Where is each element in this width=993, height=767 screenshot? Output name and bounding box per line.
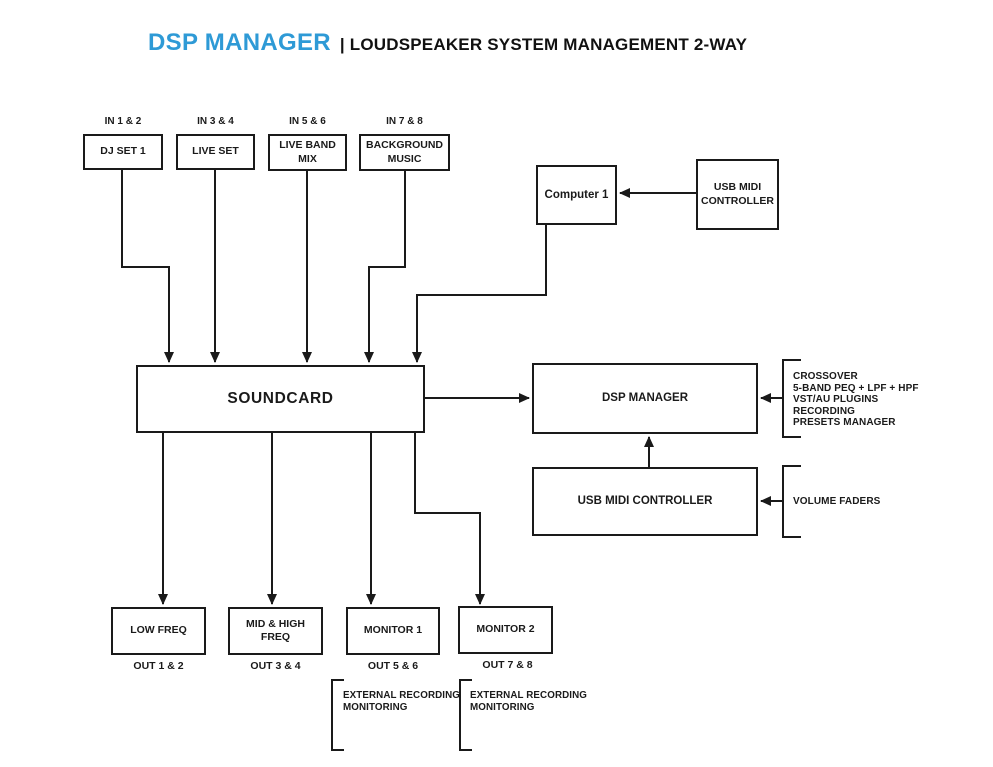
port-label-in-3-4: IN 3 & 4 <box>197 116 234 127</box>
port-label-in-5-6: IN 5 & 6 <box>289 116 326 127</box>
feature-presets-manager: PRESETS MANAGER <box>793 417 896 428</box>
node-dj-set-1: DJ SET 1 <box>83 134 163 170</box>
node-usb-midi-controller-bottom: USB MIDI CONTROLLER <box>532 467 758 536</box>
port-label-out-5-6: OUT 5 & 6 <box>367 660 419 672</box>
feature-recording: RECORDING <box>793 405 856 417</box>
port-label-out-1-2: OUT 1 & 2 <box>133 660 184 672</box>
node-usb-midi-controller-top: USB MIDI CONTROLLER <box>696 159 779 230</box>
port-label-in-1-2: IN 1 & 2 <box>104 116 142 127</box>
connector-computer-soundcard <box>412 225 547 363</box>
node-dsp-manager: DSP MANAGER <box>532 363 758 434</box>
monitor-1-annotation: EXTERNAL RECORDING MONITORING <box>343 690 461 713</box>
monitor-2-annotation: EXTERNAL RECORDING MONITORING <box>470 690 588 713</box>
connector-djset-soundcard <box>121 170 174 363</box>
dsp-features-list: CROSSOVER 5-BAND PEQ + LPF + HPF VST/AU … <box>793 371 919 429</box>
port-label-in-7-8: IN 7 & 8 <box>386 116 423 127</box>
feature-peq-lpf-hpf: 5-BAND PEQ + LPF + HPF <box>793 382 919 394</box>
node-computer-1: Computer 1 <box>536 165 617 225</box>
node-monitor-1: MONITOR 1 <box>346 607 440 655</box>
port-label-out-7-8: OUT 7 & 8 <box>482 659 533 671</box>
title-subtitle: | LOUDSPEAKER SYSTEM MANAGEMENT 2-WAY <box>339 35 748 54</box>
node-low-freq: LOW FREQ <box>111 607 206 655</box>
node-background-music: BACKGROUND MUSIC <box>359 134 450 171</box>
volume-faders-label: VOLUME FADERS <box>793 496 881 507</box>
feature-vst-au-plugins: VST/AU PLUGINS <box>793 394 879 405</box>
connector-soundcard-monitor2 <box>414 433 485 605</box>
page-title: DSP MANAGER | LOUDSPEAKER SYSTEM MANAGEM… <box>148 29 747 57</box>
node-live-band-mix: LIVE BAND MIX <box>268 134 347 171</box>
node-soundcard: SOUNDCARD <box>136 365 425 433</box>
node-mid-high-freq: MID & HIGH FREQ <box>228 607 323 655</box>
node-live-set: LIVE SET <box>176 134 255 170</box>
title-brand: DSP MANAGER <box>148 29 331 56</box>
node-monitor-2: MONITOR 2 <box>458 606 553 654</box>
connector-backgroundmusic-soundcard <box>364 171 406 363</box>
feature-crossover: CROSSOVER <box>793 371 858 382</box>
port-label-out-3-4: OUT 3 & 4 <box>250 660 301 672</box>
